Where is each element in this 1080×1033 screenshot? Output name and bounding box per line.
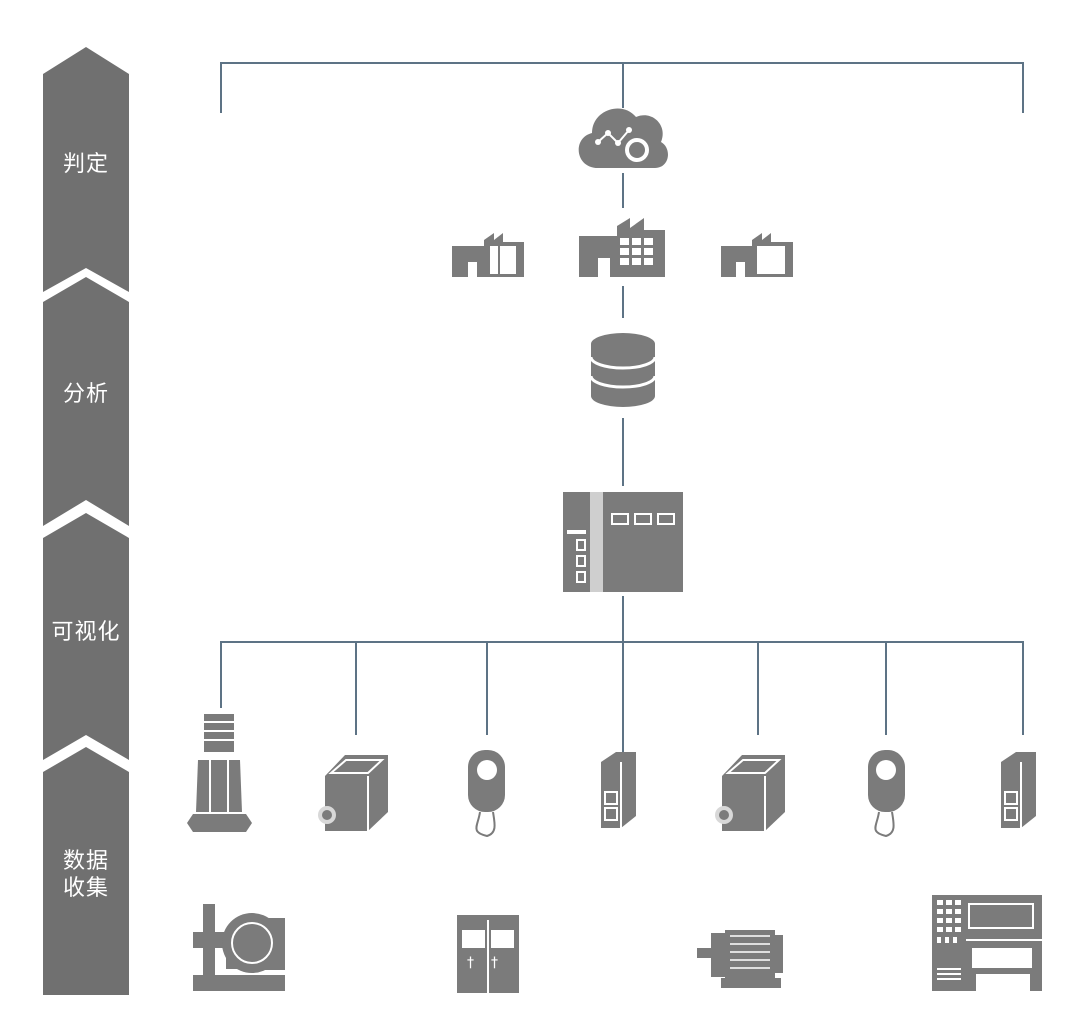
pump-icon <box>193 904 285 991</box>
stage-label-collect: 数据 收集 <box>62 849 109 901</box>
round-sensor-icon <box>468 750 505 838</box>
stage-chevron-judge <box>43 47 129 292</box>
stage-label-visualize: 可视化 <box>51 620 121 645</box>
encoder-box-icon <box>318 755 388 831</box>
stage-column <box>43 47 129 995</box>
io-module-icon <box>601 752 636 828</box>
svg-text:†: † <box>467 955 474 971</box>
io-module-icon-2 <box>1001 752 1036 828</box>
stage-chevron-collect <box>43 747 129 995</box>
database-icon <box>589 333 657 407</box>
cnc-machine-icon <box>932 895 1042 991</box>
factory-main-icon <box>579 218 665 277</box>
stage-label-analyze: 分析 <box>62 382 109 407</box>
stage-chevron-analyze <box>43 277 129 526</box>
stage-chevron-visualize <box>43 513 129 760</box>
round-sensor-icon-2 <box>868 750 905 838</box>
control-cabinet-icon: † † <box>457 915 519 993</box>
factory-left-icon <box>452 233 524 277</box>
cloud-analytics-icon <box>578 108 668 168</box>
stage-label-judge: 判定 <box>62 152 109 177</box>
factory-right-icon <box>721 233 793 277</box>
encoder-box-icon-2 <box>715 755 785 831</box>
plc-controller-icon <box>563 492 683 592</box>
vibration-sensor-icon <box>187 714 252 832</box>
motor-icon <box>697 930 783 988</box>
svg-text:†: † <box>491 955 498 971</box>
connection-lines <box>220 62 1024 765</box>
